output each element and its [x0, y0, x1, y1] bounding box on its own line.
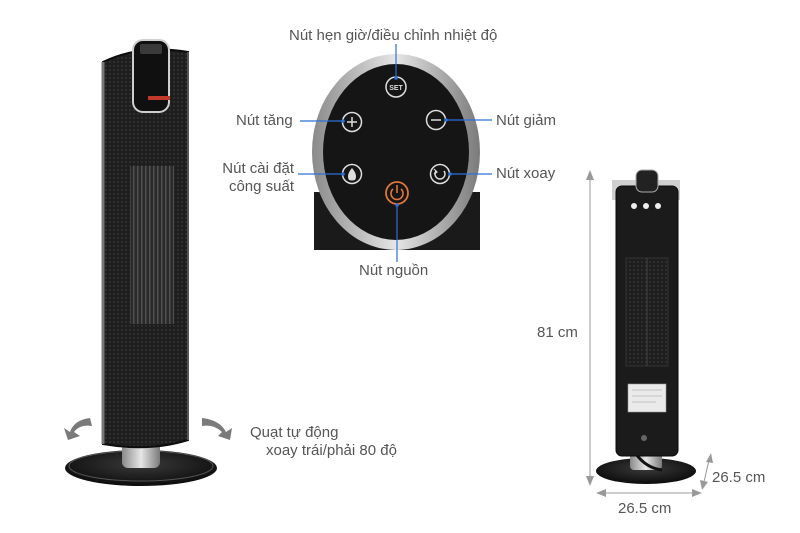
swing-button-label: Nút xoay [496, 165, 556, 182]
heater-back-view [596, 169, 696, 484]
control-panel-closeup: SET [298, 44, 492, 262]
heater-control-head [132, 39, 170, 113]
back-heater-base [596, 458, 696, 484]
heater-front-view [65, 39, 217, 486]
height-dimension-label: 81 cm [537, 324, 578, 341]
rotation-note-line2: xoay trái/phải 80 độ [266, 442, 397, 459]
power-button-label: Nút nguồn [359, 262, 429, 279]
rotate-left-arrow-icon [64, 418, 92, 440]
width-dimension-label: 26.5 cm [618, 500, 672, 517]
timer-temperature-button-label: Nút hẹn giờ/điều chỉnh nhiệt độ [289, 27, 498, 44]
decrease-button-label: Nút giảm [496, 112, 557, 129]
depth-dimension-label: 26.5 cm [712, 469, 766, 486]
set-button-label: SET [389, 85, 403, 92]
heater-front-grille [130, 166, 174, 324]
dimension-lines [586, 170, 713, 497]
power-setting-button-label: Nút cài đặt công suất [218, 160, 294, 196]
callout-lines [298, 44, 492, 262]
rating-label [627, 383, 667, 413]
rotation-note: Quạt tự động xoay trái/phải 80 độ [250, 424, 397, 460]
control-panel-face [323, 64, 469, 240]
power-setting-label-line2: công suất [228, 178, 294, 195]
power-setting-label-line1: Nút cài đặt [222, 160, 294, 177]
rotate-right-arrow-icon [202, 418, 232, 440]
rotation-note-line1: Quạt tự động [250, 424, 339, 441]
increase-button-label: Nút tăng [236, 112, 293, 129]
